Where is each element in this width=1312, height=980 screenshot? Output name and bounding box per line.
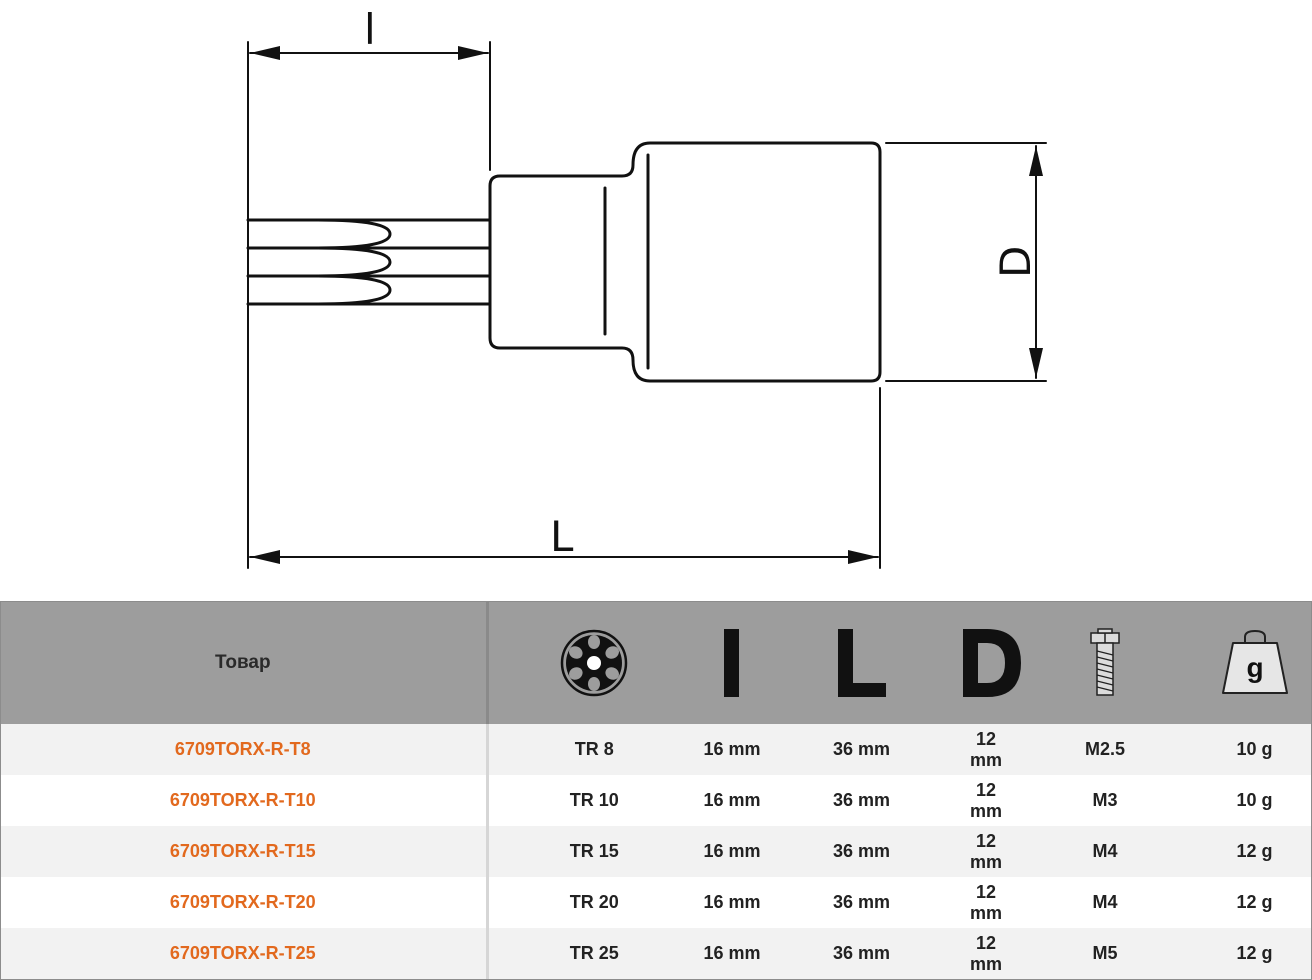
small-length-l-icon	[724, 629, 739, 697]
small-length-column-header	[700, 602, 764, 724]
label-small-length: l	[364, 5, 376, 54]
cell-small-length: 16 mm	[700, 928, 764, 979]
cell-small-length: 16 mm	[700, 877, 764, 928]
product-code-link[interactable]: 6709TORX-R-T8	[0, 724, 489, 775]
cell-weight: 12 g	[1197, 826, 1312, 877]
table-row: 6709TORX-R-T8 TR 8 16 mm 36 mm 12 mm M2.…	[0, 724, 1312, 775]
torx-size-icon	[561, 629, 628, 697]
cell-screw: M3	[1013, 775, 1197, 826]
spec-table: Товар	[0, 602, 1312, 979]
cell-torx: TR 20	[487, 877, 700, 928]
screw-size-icon	[1090, 628, 1120, 696]
label-diameter: D	[991, 246, 1040, 278]
cell-total-length: 36 mm	[764, 826, 959, 877]
cell-torx: TR 8	[487, 724, 700, 775]
cell-diameter: 12 mm	[959, 724, 1013, 775]
table-row: 6709TORX-R-T20 TR 20 16 mm 36 mm 12 mm M…	[0, 877, 1312, 928]
cell-diameter: 12 mm	[959, 928, 1013, 979]
weight-icon: g	[1221, 629, 1288, 694]
cell-total-length: 36 mm	[764, 877, 959, 928]
cell-screw: M2.5	[1013, 724, 1197, 775]
extension-lines	[247, 41, 1047, 569]
weight-icon-label: g	[1246, 652, 1263, 683]
cell-torx: TR 25	[487, 928, 700, 979]
cell-weight: 10 g	[1197, 724, 1312, 775]
cell-total-length: 36 mm	[764, 775, 959, 826]
table-header-row: Товар	[0, 602, 1312, 724]
table-row: 6709TORX-R-T15 TR 15 16 mm 36 mm 12 mm M…	[0, 826, 1312, 877]
total-length-L-icon	[837, 629, 886, 697]
table-row: 6709TORX-R-T25 TR 25 16 mm 36 mm 12 mm M…	[0, 928, 1312, 979]
cell-small-length: 16 mm	[700, 724, 764, 775]
diameter-D-icon	[963, 629, 1021, 697]
dimension-arrows	[250, 46, 1043, 564]
torx-column-header	[487, 602, 700, 724]
product-code-link[interactable]: 6709TORX-R-T20	[0, 877, 489, 928]
cell-diameter: 12 mm	[959, 826, 1013, 877]
cell-screw: M5	[1013, 928, 1197, 979]
socket-body-outline	[488, 141, 882, 383]
dimension-lines	[249, 52, 1037, 558]
cell-diameter: 12 mm	[959, 775, 1013, 826]
cell-weight: 10 g	[1197, 775, 1312, 826]
cell-weight: 12 g	[1197, 928, 1312, 979]
torx-bit-outline	[246, 218, 492, 306]
cell-small-length: 16 mm	[700, 775, 764, 826]
table-row: 6709TORX-R-T10 TR 10 16 mm 36 mm 12 mm M…	[0, 775, 1312, 826]
total-length-column-header	[764, 602, 959, 724]
product-column-header: Товар	[0, 602, 489, 724]
product-code-link[interactable]: 6709TORX-R-T25	[0, 928, 489, 979]
product-code-link[interactable]: 6709TORX-R-T10	[0, 775, 489, 826]
screw-column-header	[1013, 602, 1197, 724]
cell-weight: 12 g	[1197, 877, 1312, 928]
cell-torx: TR 15	[487, 826, 700, 877]
cell-total-length: 36 mm	[764, 724, 959, 775]
cell-screw: M4	[1013, 877, 1197, 928]
cell-small-length: 16 mm	[700, 826, 764, 877]
label-total-length: L	[550, 512, 574, 561]
cell-diameter: 12 mm	[959, 877, 1013, 928]
cell-torx: TR 10	[487, 775, 700, 826]
diameter-column-header	[959, 602, 1021, 724]
weight-column-header: g	[1197, 602, 1312, 724]
cell-total-length: 36 mm	[764, 928, 959, 979]
socket-technical-drawing: l L D	[246, 5, 1047, 569]
product-code-link[interactable]: 6709TORX-R-T15	[0, 826, 489, 877]
cell-screw: M4	[1013, 826, 1197, 877]
